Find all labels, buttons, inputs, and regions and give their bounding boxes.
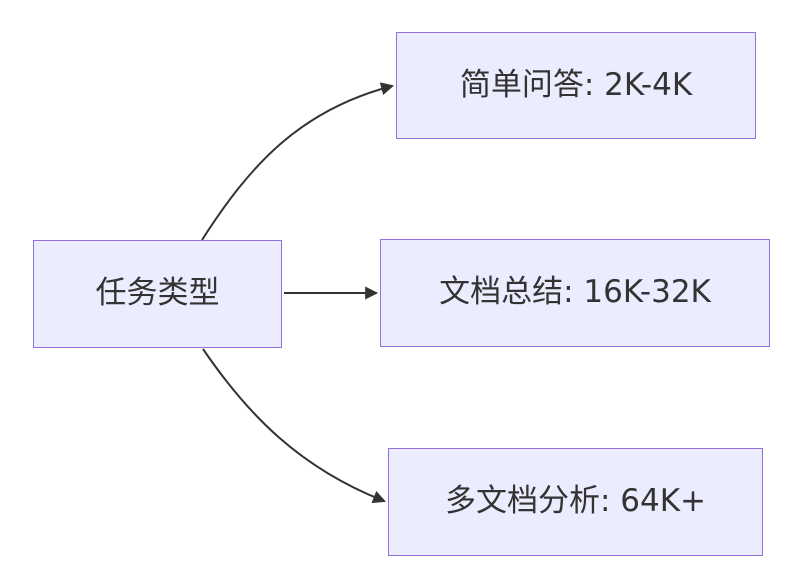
edge-root-to-simple-qa bbox=[201, 82, 395, 241]
node-simple-qa-label: 简单问答: 2K-4K bbox=[459, 66, 693, 103]
node-task-type-label: 任务类型 bbox=[95, 275, 220, 312]
edge-root-to-multi-doc bbox=[202, 348, 387, 504]
node-multi-doc-analysis-label: 多文档分析: 64K+ bbox=[444, 483, 707, 520]
node-task-type: 任务类型 bbox=[33, 240, 282, 348]
node-doc-summary: 文档总结: 16K-32K bbox=[380, 239, 770, 347]
node-simple-qa: 简单问答: 2K-4K bbox=[396, 32, 756, 139]
node-multi-doc-analysis: 多文档分析: 64K+ bbox=[388, 448, 763, 556]
node-doc-summary-label: 文档总结: 16K-32K bbox=[439, 274, 711, 311]
